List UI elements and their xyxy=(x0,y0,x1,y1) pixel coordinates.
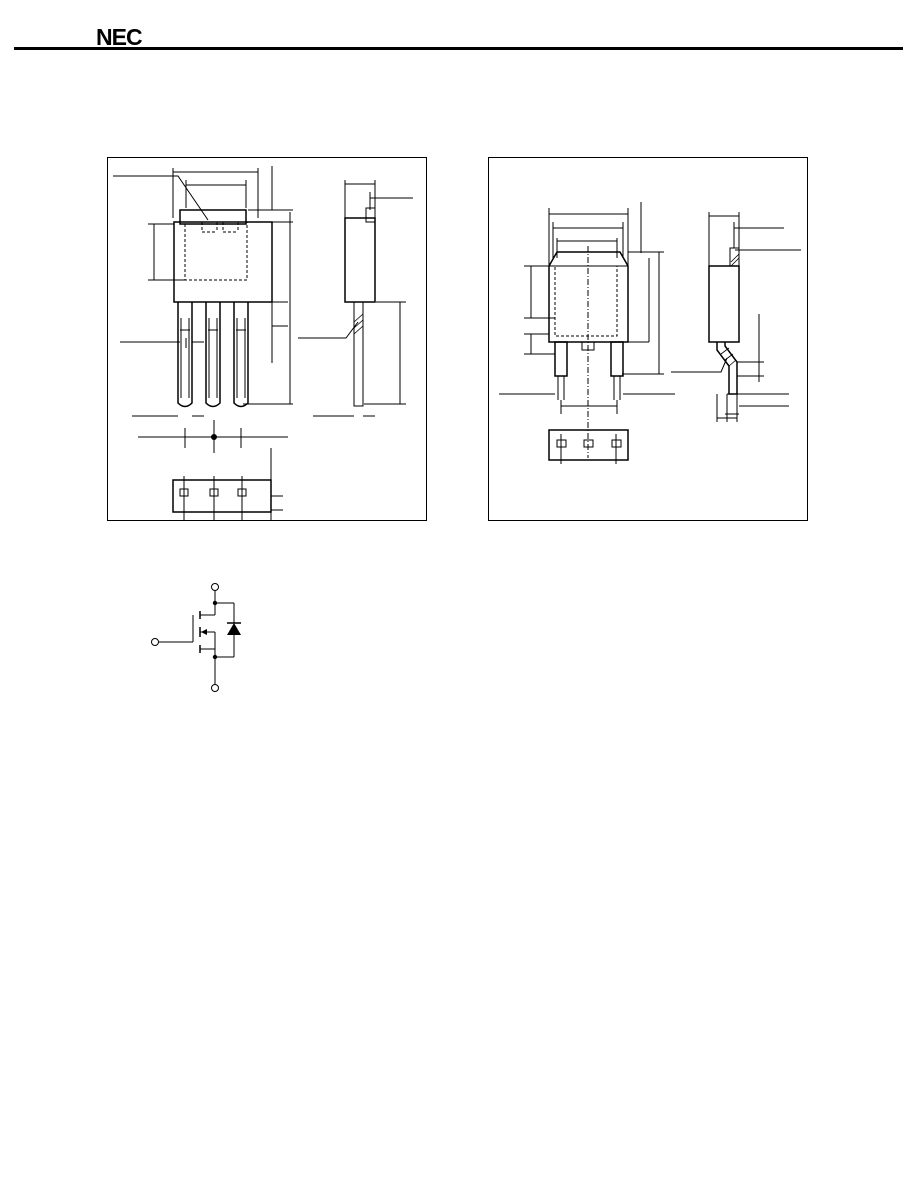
header-rule xyxy=(14,47,903,50)
package-drawing-surface-mount-icon xyxy=(488,157,808,521)
circuit-svg xyxy=(151,583,241,692)
package-left-svg xyxy=(113,166,413,520)
page-header: NEC xyxy=(0,0,918,60)
package-drawing-through-hole-icon xyxy=(107,157,427,521)
nec-logo-icon: NEC xyxy=(96,24,143,50)
package-right-svg xyxy=(499,202,801,464)
mosfet-equivalent-circuit-icon xyxy=(140,575,260,700)
